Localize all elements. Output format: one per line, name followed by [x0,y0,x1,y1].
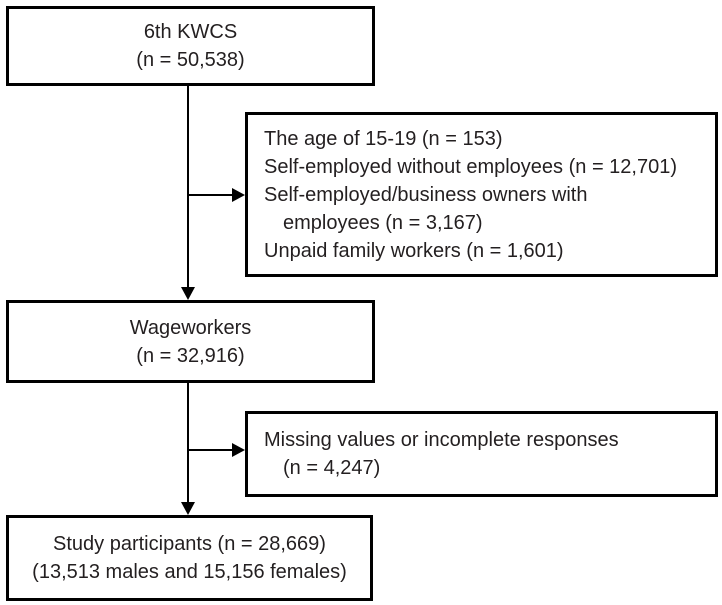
exclusion2-line-continuation: (n = 4,247) [283,457,381,479]
box-wageworkers: Wageworkers (n = 32,916) [6,300,375,383]
connector-branch-to-exclusion1 [188,194,233,196]
box-study-participants-subtitle: (13,513 males and 15,156 females) [32,561,347,583]
arrowhead-down-icon [181,502,195,515]
connector-wageworkers-to-participants [187,383,189,503]
connector-branch-to-exclusion2 [188,449,233,451]
box-wageworkers-count: (n = 32,916) [136,344,245,367]
exclusion1-line: Self-employed/business owners with [264,183,588,206]
exclusion1-line-continuation: employees (n = 3,167) [283,211,483,234]
exclusion2-line: Missing values or incomplete responses [264,429,619,451]
box-6th-kwcs: 6th KWCS (n = 50,538) [6,6,375,86]
box-study-participants: Study participants (n = 28,669) (13,513 … [6,515,373,601]
exclusion1-line: Self-employed without employees (n = 12,… [264,155,678,178]
arrowhead-right-icon [232,443,245,457]
box-study-participants-title: Study participants (n = 28,669) [53,533,326,555]
box-6th-kwcs-title: 6th KWCS [143,21,238,43]
box-exclusion-criteria-2: Missing values or incomplete responses (… [245,411,718,497]
box-wageworkers-title: Wageworkers [129,316,252,339]
arrowhead-down-icon [181,287,195,300]
box-exclusion-criteria-1: The age of 15-19 (n = 153) Self-employed… [245,112,718,277]
exclusion1-line: The age of 15-19 (n = 153) [264,127,503,150]
arrowhead-right-icon [232,188,245,202]
exclusion1-line: Unpaid family workers (n = 1,601) [264,239,564,262]
connector-source-to-wageworkers [187,86,189,289]
box-6th-kwcs-count: (n = 50,538) [136,49,245,71]
